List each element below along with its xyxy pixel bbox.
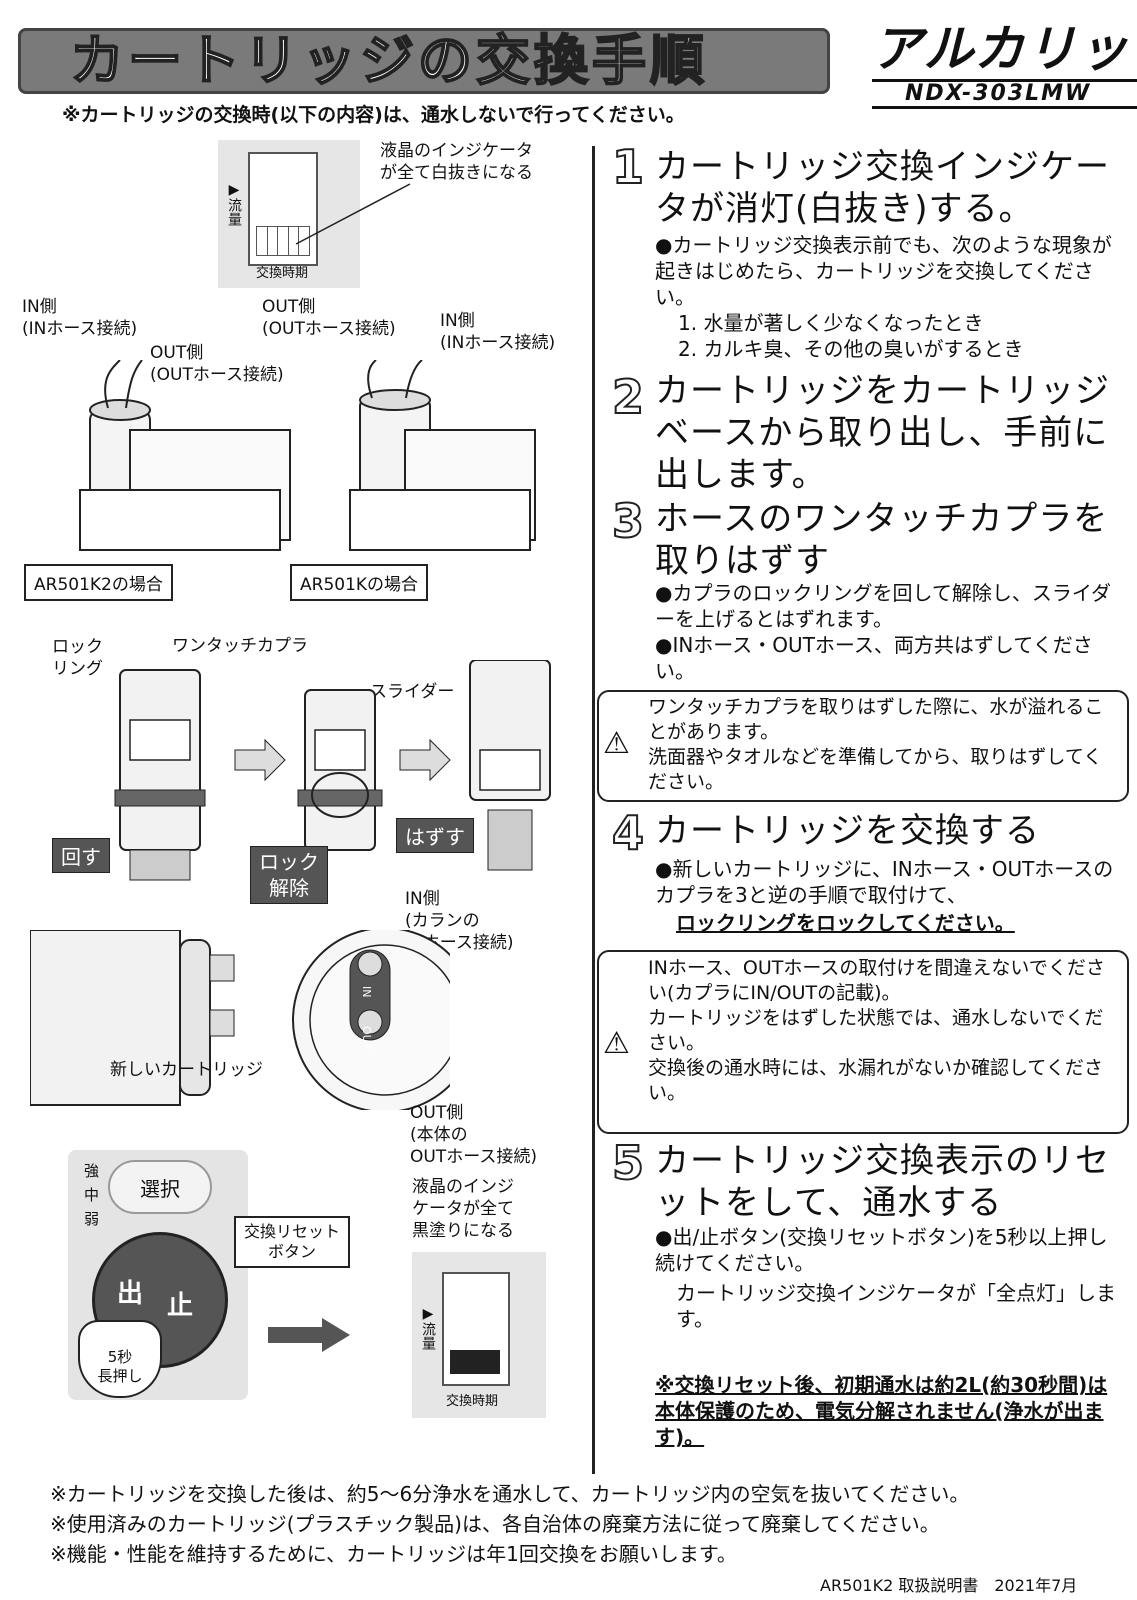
footer-line-1: ※カートリッジを交換した後は、約5～6分浄水を通水して、カートリッジ内の空気を抜…: [50, 1482, 970, 1506]
left-out-label: OUT側 (OUTホース接続): [150, 343, 284, 385]
new-cartridge-illustration: [30, 930, 450, 1110]
step-1-number: 1: [611, 140, 645, 194]
step-2-title: カートリッジをカートリッジベースから取り出し、手前に出します。: [655, 371, 1110, 495]
indicator-bars-black: [450, 1350, 500, 1374]
step-2-number: 2: [611, 370, 645, 424]
warning-1-text: ワンタッチカプラを取りはずした際に、水が溢れることがあります。 洗面器やタオルな…: [648, 696, 1104, 793]
step-5-number: 5: [611, 1136, 645, 1190]
cartridge-base-illustration: [79, 360, 536, 551]
page-title: カートリッジの交換手順: [69, 29, 708, 93]
lcd-panel-black: ▶流量 交換時期: [412, 1252, 546, 1418]
step-1-item-1: 1. 水量が著しく少なくなったとき: [678, 311, 984, 335]
warning-box-1: [597, 690, 1129, 802]
warning-icon-1: ⚠: [603, 726, 630, 761]
lcd-replace-label: 交換時期: [256, 266, 309, 281]
new-cartridge-label: 新しいカートリッジ: [110, 1060, 263, 1080]
step-5-note: ※交換リセット後、初期通水は約2L(約30秒間)は本体保護のため、電気分解されま…: [655, 1373, 1108, 1449]
case-k-label: AR501Kの場合: [290, 564, 429, 601]
step-4-title: カートリッジを交換する: [655, 811, 1040, 851]
lock-ring-label: ロック リング: [52, 637, 103, 679]
remove-label: はずす: [396, 818, 474, 853]
step-4-number: 4: [611, 806, 645, 860]
warning-box-2: [597, 950, 1129, 1134]
step-5-body-1: ●出/止ボタン(交換リセットボタン)を5秒以上押し続けてください。: [655, 1225, 1108, 1275]
step-3-number: 3: [611, 494, 645, 548]
step-1-body: ●カートリッジ交換表示前でも、次のような現象が起きはじめたら、カートリッジを交換…: [655, 233, 1112, 309]
step-4-bold: ロックリングをロックしてください。: [676, 911, 1015, 935]
brand-rule: [872, 79, 1137, 82]
select-button[interactable]: 選択: [108, 1160, 212, 1214]
step-3-body-1: ●カプラのロックリングを回して解除し、スライダーを上げるとはずれます。: [655, 581, 1112, 631]
out-side-body-label: OUT側 (本体の OUTホース接続): [410, 1103, 537, 1167]
cap-in-mark: IN: [360, 986, 373, 998]
step-5-title: カートリッジ交換表示のリセットをして、通水する: [655, 1141, 1110, 1223]
step-1-title: カートリッジ交換インジケータが消灯(白抜き)する。: [655, 147, 1110, 229]
lcd-black-caption: 液晶のインジ ケータが全て 黒塗りになる: [412, 1177, 514, 1241]
title-banner: [18, 28, 830, 94]
step-5-body-2: カートリッジ交換インジケータが「全点灯」します。: [676, 1281, 1116, 1331]
unlock-label: ロック 解除: [250, 846, 328, 904]
left-in-label: IN側 (INホース接続): [22, 297, 138, 339]
slider-label: スライダー: [370, 682, 455, 702]
out-btn-text: 出: [117, 1279, 144, 1309]
one-touch-coupler-label: ワンタッチカプラ: [172, 636, 308, 656]
footer-line-3: ※機能・性能を維持するために、カートリッジは年1回交換をお願いします。: [50, 1542, 737, 1566]
column-divider: [592, 146, 595, 1474]
turn-label: 回す: [52, 838, 110, 873]
lcd-white-caption: 液晶のインジケータ が全て白抜きになる: [380, 141, 533, 183]
warning-icon-2: ⚠: [603, 1026, 630, 1061]
lcd2-replace-label: 交換時期: [446, 1394, 499, 1409]
lcd-flow-label: ▶流量: [226, 182, 242, 226]
lcd-screen: [248, 152, 318, 266]
lcd2-flow-label: ▶流量: [420, 1306, 436, 1350]
coupler-steps-illustration: [114, 660, 551, 881]
indicator-bars-white: [256, 226, 310, 256]
lcd-panel-white: ▶流量 交換時期: [218, 140, 360, 288]
step-3-body-2: ●INホース・OUTホース、両方共はずしてください。: [655, 633, 1093, 683]
cap-out-mark: OUT: [360, 1026, 373, 1050]
step-1-item-2: 2. カルキ臭、その他の臭いがするとき: [678, 337, 1024, 361]
model-number: NDX-303LMW: [905, 81, 1092, 106]
step-3-title: ホースのワンタッチカプラを取りはずす: [655, 499, 1109, 581]
brand-logo: アルカリッチ: [872, 20, 1137, 78]
lcd-caption-leader: [295, 183, 411, 245]
level-strong: 強: [84, 1162, 100, 1180]
model-rule: [872, 106, 1137, 109]
case-k2-label: AR501K2の場合: [24, 564, 173, 601]
right-in-label: IN側 (INホース接続): [440, 311, 556, 353]
level-weak: 弱: [84, 1210, 100, 1228]
stop-btn-text: 止: [167, 1291, 194, 1321]
right-out-label: OUT側 (OUTホース接続): [262, 297, 396, 339]
document-reference: AR501K2 取扱説明書 2021年7月: [820, 1576, 1078, 1595]
lcd2-screen: [442, 1272, 510, 1386]
warning-2-text: INホース、OUTホースの取付けを間違えないでください(カプラにIN/OUTの記…: [648, 957, 1105, 1104]
reset-button-label: 交換リセット ボタン: [234, 1216, 351, 1268]
hand-press-icon: 5秒 長押し: [78, 1320, 162, 1398]
header-note: ※カートリッジの交換時(以下の内容)は、通水しないで行ってください。: [62, 104, 685, 126]
level-mid: 中: [84, 1186, 100, 1204]
step-4-body: ●新しいカートリッジに、INホース・OUTホースのカプラを3と逆の手順で取付けて…: [655, 857, 1114, 907]
footer-line-2: ※使用済みのカートリッジ(プラスチック製品)は、各自治体の廃棄方法に従って廃棄し…: [50, 1512, 940, 1536]
arrow-right-icon: [268, 1318, 350, 1352]
